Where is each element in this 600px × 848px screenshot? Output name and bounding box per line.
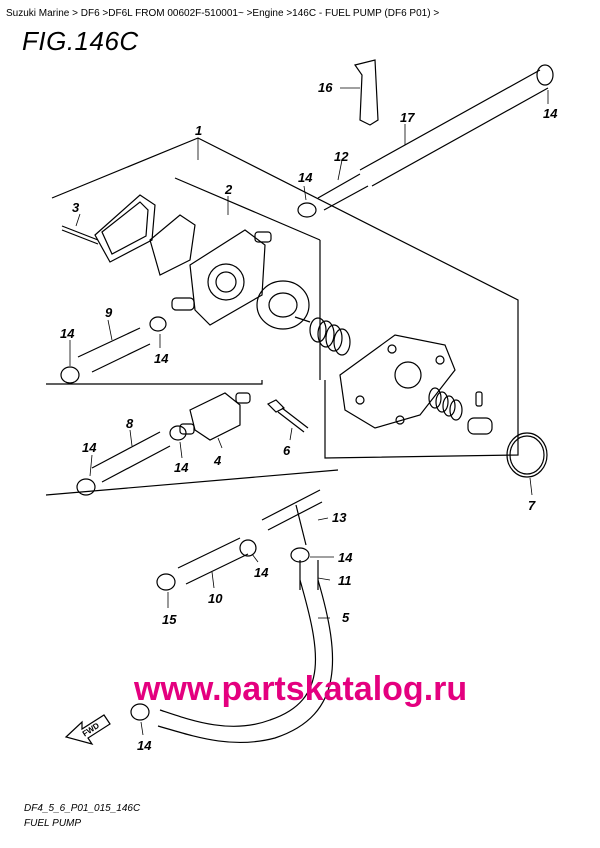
plunger bbox=[467, 417, 493, 435]
callout-5: 5 bbox=[342, 610, 350, 625]
lower-bracket-2 bbox=[45, 469, 339, 496]
screw-part-3 bbox=[61, 225, 99, 245]
clamp-14-c bbox=[169, 425, 187, 441]
callout-10: 10 bbox=[208, 591, 223, 606]
clip-part-16 bbox=[354, 59, 379, 126]
callout-14-left-a: 14 bbox=[60, 326, 75, 341]
callout-14-left-b: 14 bbox=[154, 351, 169, 366]
callout-1: 1 bbox=[195, 123, 202, 138]
hose-part-8 bbox=[91, 431, 171, 483]
pump-body bbox=[189, 229, 266, 326]
lower-bracket bbox=[46, 380, 263, 385]
pump-body-port bbox=[207, 263, 245, 301]
callout-14-left-c: 14 bbox=[82, 440, 97, 455]
clamp-14-upper bbox=[297, 202, 317, 218]
callout-12: 12 bbox=[334, 149, 349, 164]
callout-14-bottom: 14 bbox=[137, 738, 152, 753]
gasket-part-3 bbox=[94, 194, 156, 263]
diaphragm bbox=[256, 280, 310, 330]
callout-3: 3 bbox=[72, 200, 80, 215]
callout-6: 6 bbox=[283, 443, 291, 458]
callout-9: 9 bbox=[105, 305, 113, 320]
breadcrumb: Suzuki Marine > DF6 >DF6L FROM 00602F-51… bbox=[6, 8, 439, 19]
fwd-arrow-icon: FWD bbox=[64, 714, 111, 745]
hose-part-5 bbox=[159, 579, 317, 727]
watermark-text: www.partskatalog.ru bbox=[133, 670, 467, 708]
figure-name: FUEL PUMP bbox=[24, 818, 82, 829]
callout-14-top: 14 bbox=[543, 106, 558, 121]
callout-8: 8 bbox=[126, 416, 134, 431]
pipe-part-12 bbox=[317, 173, 369, 211]
hose-part-10 bbox=[177, 537, 249, 585]
spring-lower bbox=[428, 387, 463, 421]
assembly-inner-line bbox=[174, 177, 321, 241]
callout-2: 2 bbox=[224, 182, 233, 197]
gasket-part-2 bbox=[149, 214, 196, 276]
figure-title: FIG.146C bbox=[22, 26, 139, 56]
bolt-part-6 bbox=[266, 399, 309, 433]
assembly-outline bbox=[51, 137, 519, 459]
hose-part-17 bbox=[359, 69, 549, 187]
clamp-14-g bbox=[130, 703, 150, 721]
callout-13: 13 bbox=[332, 510, 347, 525]
hose-part-11 bbox=[299, 560, 319, 590]
clamp-14-f bbox=[239, 539, 257, 557]
callout-14-mid: 14 bbox=[254, 565, 269, 580]
callout-14-right: 14 bbox=[338, 550, 353, 565]
callout-17: 17 bbox=[400, 110, 415, 125]
clamp-15 bbox=[156, 573, 176, 591]
callout-14-left-d: 14 bbox=[174, 460, 189, 475]
callout-4: 4 bbox=[213, 453, 222, 468]
callout-15: 15 bbox=[162, 612, 177, 627]
callout-16: 16 bbox=[318, 80, 333, 95]
figure-code: DF4_5_6_P01_015_146C bbox=[24, 803, 141, 814]
clamp-14-e bbox=[290, 547, 310, 563]
joint-part-13 bbox=[261, 489, 323, 546]
clamp-14-top bbox=[536, 64, 554, 86]
callout-14-upper: 14 bbox=[298, 170, 313, 185]
clamp-14-a bbox=[149, 316, 167, 332]
fuel-filter-part-4 bbox=[189, 392, 241, 441]
clamp-14-b bbox=[60, 366, 80, 384]
clamp-14-d bbox=[76, 478, 96, 496]
pump-cover bbox=[339, 334, 456, 429]
callout-11: 11 bbox=[338, 573, 352, 588]
hose-part-9 bbox=[77, 327, 151, 373]
callout-7: 7 bbox=[528, 498, 536, 513]
spring-upper bbox=[309, 317, 351, 356]
o-ring-part-7 bbox=[506, 432, 548, 478]
breadcrumb-text: Suzuki Marine > DF6 >DF6L FROM 00602F-51… bbox=[6, 8, 440, 19]
